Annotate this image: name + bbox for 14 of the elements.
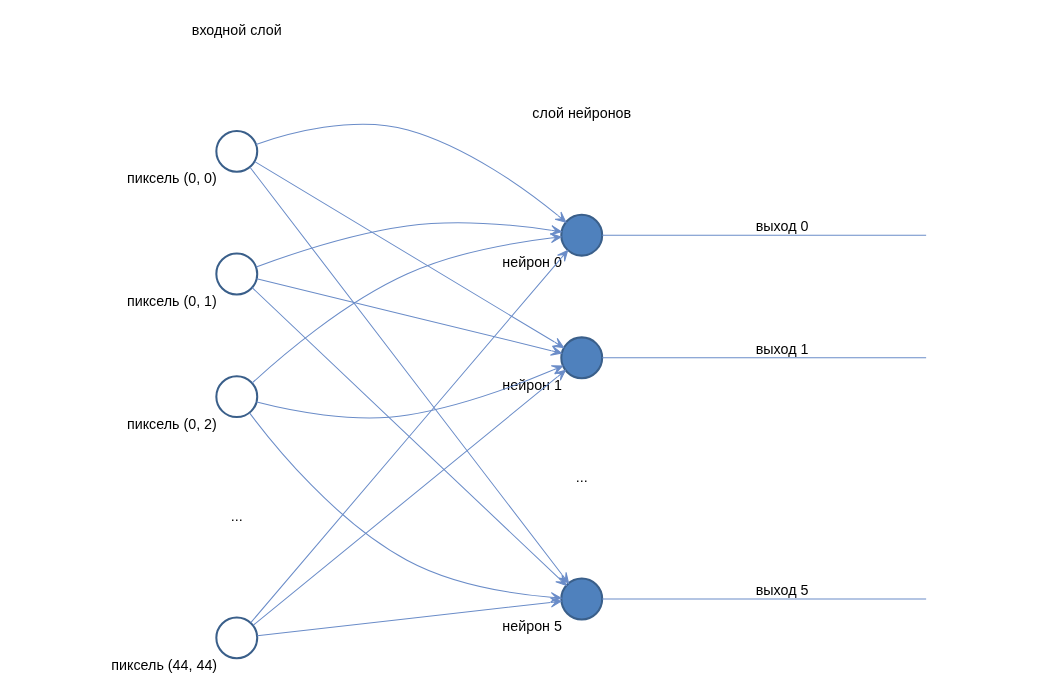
label: ... bbox=[575, 469, 588, 486]
edge-label: выход 5 bbox=[755, 582, 809, 599]
edge-label: выход 1 bbox=[755, 340, 809, 357]
label: входной слой bbox=[191, 21, 282, 38]
node-label: нейрон 5 bbox=[502, 617, 562, 634]
label: ... bbox=[230, 508, 243, 525]
edge-label: выход 0 bbox=[755, 218, 809, 235]
node-label: пиксель (0, 1) bbox=[126, 292, 217, 309]
label: слой нейронов bbox=[532, 105, 632, 122]
node-label: пиксель (44, 44) bbox=[111, 656, 218, 673]
node-label: нейрон 0 bbox=[502, 254, 562, 271]
node-label: пиксель (0, 0) bbox=[126, 170, 217, 187]
node-label: пиксель (0, 2) bbox=[126, 415, 217, 432]
node-label: нейрон 1 bbox=[502, 376, 562, 393]
